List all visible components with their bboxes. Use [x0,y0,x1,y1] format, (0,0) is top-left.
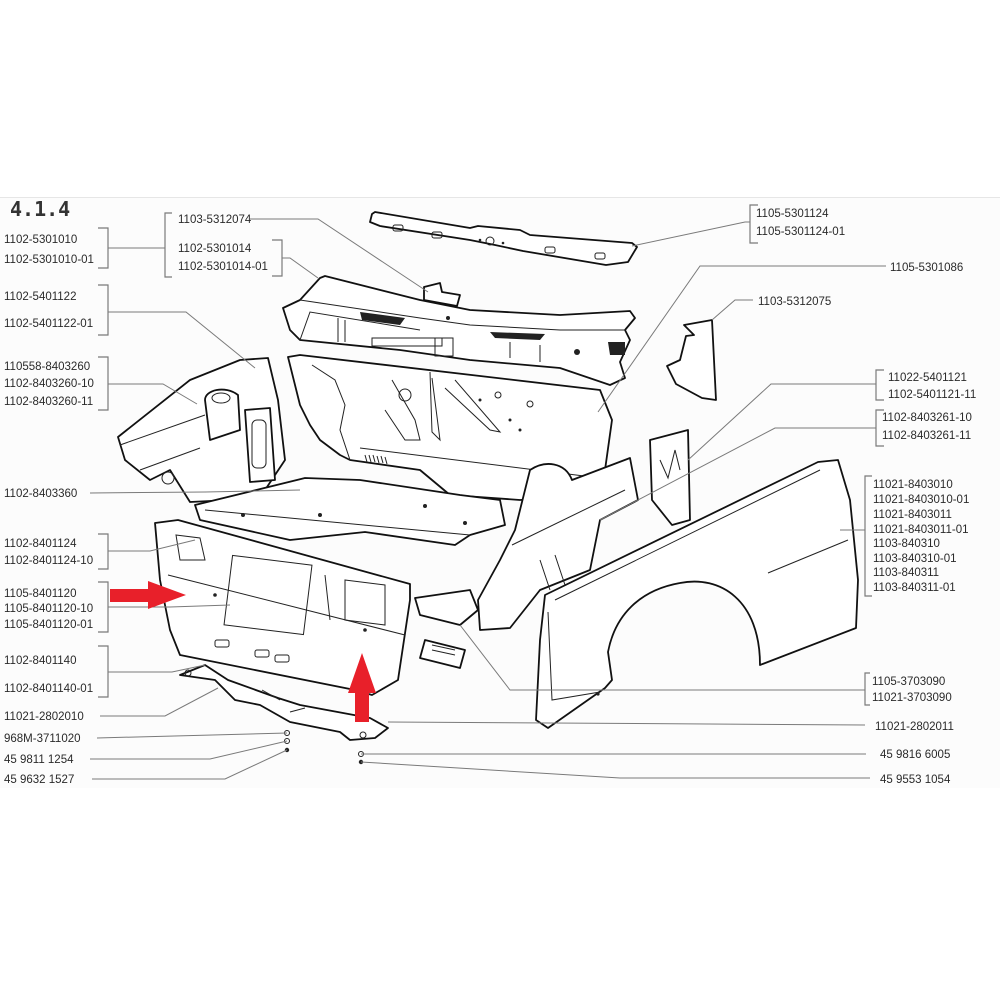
part-number-label: 1105-3703090 [872,676,945,688]
part-number-label: 1102-8401124 [4,538,77,550]
part-number-label: 1105-8401120 [4,588,76,600]
leader-lines [89,204,886,780]
part-number-label: 45 9816 6005 [880,749,950,761]
part-number-label: 1102-8403260-11 [4,396,93,408]
part-number-label: 11021-8403011 [873,509,952,521]
part-number-label: 45 9553 1054 [880,774,951,786]
part-number-label: 11021-8403010 [873,479,953,491]
parts-drawing [117,211,859,765]
part-number-label: 45 9632 1527 [4,774,74,786]
highlight-arrows [110,581,376,722]
part-number-label: 1102-8403360 [4,488,77,500]
part-number-label: 1102-8401140 [4,655,76,667]
part-number-label: 11021-8403010-01 [873,494,969,506]
part-number-label: 1103-840310 [873,538,940,550]
part-number-label: 11021-2802011 [875,721,954,733]
part-cowl-upper-strip [369,211,638,266]
part-front-fender [535,459,859,729]
part-number-label: 1102-5301014-01 [178,261,268,273]
part-number-label: 1105-5301124-01 [756,226,845,238]
part-number-label: 1102-8403260-10 [4,378,94,390]
part-labels-right: 1105-5301124 1105-5301124-01 1105-530108… [756,208,976,786]
part-number-label: 1102-5401122 [4,291,76,303]
part-number-label: 1105-5301086 [890,262,963,274]
arrow-right-icon [110,581,186,609]
part-number-label: 11021-8403011-01 [873,524,969,536]
part-radiator-support [154,519,411,696]
part-left-inner-fender [117,357,286,503]
part-number-label: 1102-5301014 [178,243,252,255]
part-number-label: 1103-5312074 [178,214,252,226]
part-number-label: 1103-840311 [873,567,939,579]
part-number-label: 1103-840310-01 [873,553,957,565]
part-number-label: 968M-3711020 [4,733,81,745]
part-number-label: 45 9811 1254 [4,754,74,766]
part-number-label: 11021-3703090 [872,692,952,704]
part-number-label: 1105-5301124 [756,208,829,220]
part-side-bracket [666,319,717,401]
part-side-rail [414,589,479,669]
part-right-inner-fender [477,429,691,631]
arrow-up-icon [348,653,376,722]
part-number-label: 1102-8403261-11 [882,430,971,442]
part-number-label: 1105-8401120-01 [4,619,93,631]
part-number-label: 1102-5401121-11 [888,389,976,401]
part-number-label: 110558-8403260 [4,361,90,373]
section-number: 4.1.4 [10,197,70,221]
part-number-label: 1102-8401140-01 [4,683,93,695]
part-number-label: 1102-5301010-01 [4,254,94,266]
part-under-shield [179,664,389,741]
part-lower-cross-member [194,477,506,546]
part-number-label: 11022-5401121 [888,372,967,384]
part-number-label: 1102-5401122-01 [4,318,93,330]
part-number-label: 1105-8401120-10 [4,603,93,615]
part-labels-left: 1102-5301010 1102-5301010-01 1103-531207… [4,214,268,786]
part-number-label: 1102-8401124-10 [4,555,93,567]
part-number-label: 1102-5301010 [4,234,77,246]
part-number-label: 1103-5312075 [758,296,831,308]
part-cowl-panel [282,275,636,386]
part-number-label: 1102-8403261-10 [882,412,972,424]
part-number-label: 1103-840311-01 [873,582,956,594]
part-number-label: 11021-2802010 [4,711,84,723]
